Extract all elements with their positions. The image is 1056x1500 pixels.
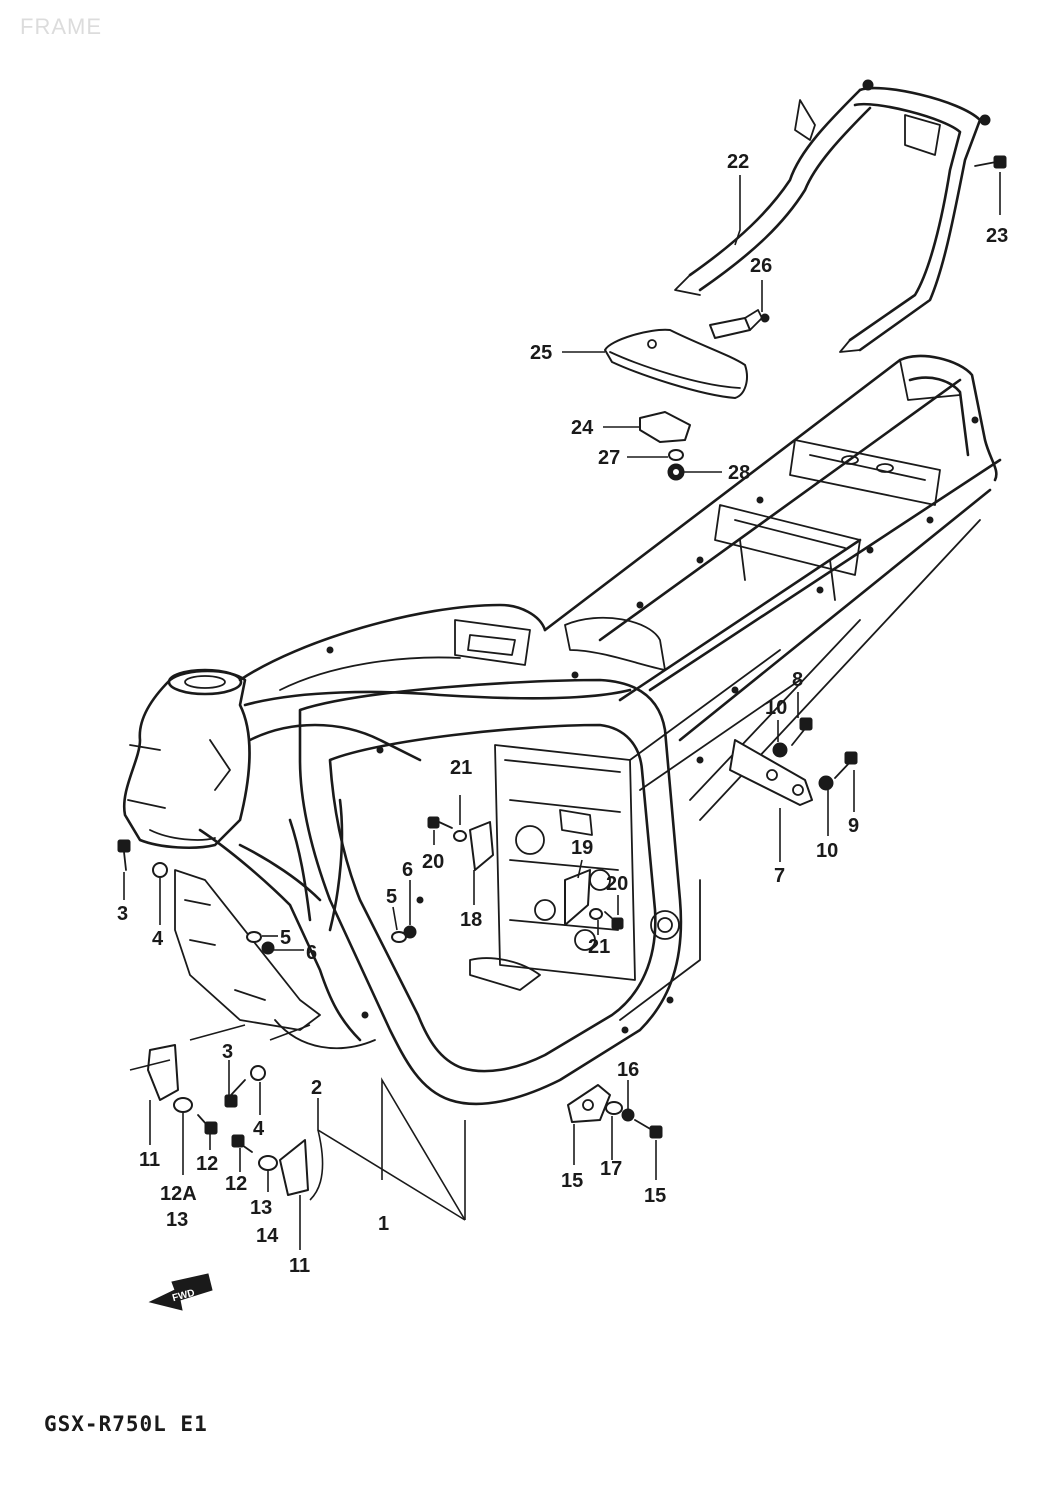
callout-6-right: 6 (402, 859, 413, 881)
callout-13-left: 13 (166, 1209, 188, 1231)
callout-19: 19 (571, 837, 593, 859)
callout-11-left: 11 (139, 1149, 160, 1171)
bolt-part-23 (974, 155, 1007, 169)
callout-16: 16 (617, 1059, 639, 1081)
seat-pad-part-25 (604, 328, 748, 399)
bracket-part-18 (469, 821, 494, 871)
bracket-part-7 (729, 739, 813, 806)
callout-13-right: 14 (256, 1225, 279, 1247)
bracket-part-24 (639, 411, 691, 443)
callout-20-lower: 20 (606, 873, 628, 895)
callout-4-upper: 4 (152, 928, 164, 950)
washer-part-4 (152, 862, 266, 1081)
leader-lines (123, 172, 1001, 1250)
callout-10-upper: 10 (765, 697, 787, 719)
diagram-title: FRAME (20, 14, 102, 39)
callout-14: 15 (561, 1170, 583, 1192)
callout-26: 26 (750, 255, 772, 277)
callout-1: 1 (378, 1213, 389, 1235)
bolt-part-9 (834, 751, 858, 779)
callout-12a-left: 12A (160, 1183, 197, 1205)
nut-part-28 (667, 463, 685, 481)
bolt-part-20 (427, 816, 624, 930)
grab-rail-part-22 (674, 79, 991, 353)
washer-part-27 (668, 449, 684, 461)
bolt-part-15 (634, 1119, 663, 1139)
callout-10-lower: 10 (816, 840, 838, 862)
nut-part-10 (772, 742, 834, 791)
callout-17: 17 (600, 1158, 622, 1180)
model-code: GSX-R750L E1 (44, 1412, 208, 1436)
nut-part-16 (621, 1108, 635, 1122)
bracket-part-11 (147, 1044, 309, 1196)
washer-part-17 (605, 1101, 623, 1115)
callout-4-lower: 4 (253, 1118, 265, 1140)
bracket-part-14 (567, 1084, 611, 1123)
bolt-part-12 (197, 1114, 253, 1153)
bolt-part-8 (791, 717, 813, 746)
main-frame (122, 354, 1002, 1106)
clip-part-26 (709, 309, 770, 339)
callout-21-upper: 21 (450, 757, 472, 779)
callout-21-lower: 21 (588, 936, 610, 958)
callout-3-lower: 3 (222, 1041, 233, 1063)
callout-3-upper: 3 (117, 903, 128, 925)
front-direction-arrow-icon: FWD (148, 1273, 213, 1311)
callout-12a-right: 13 (250, 1197, 272, 1219)
callout-15: 15 (644, 1185, 666, 1207)
callout-2: 2 (311, 1077, 322, 1099)
callout-12-right: 12 (225, 1173, 247, 1195)
callout-5-left: 5 (280, 927, 291, 949)
callout-9: 9 (848, 815, 859, 837)
callout-8: 8 (792, 669, 803, 691)
callout-25: 25 (530, 342, 552, 364)
callout-18: 18 (460, 909, 482, 931)
callout-5-right: 5 (386, 886, 397, 908)
callout-22: 22 (727, 151, 749, 173)
bolt-part-3 (117, 839, 246, 1108)
callout-27: 27 (598, 447, 620, 469)
callout-23: 23 (986, 225, 1008, 247)
spacer-part-12a (173, 1097, 278, 1171)
callout-11-right: 11 (289, 1255, 310, 1277)
callout-12-left: 12 (196, 1153, 218, 1175)
callout-7: 7 (774, 865, 785, 887)
callout-6-left: 6 (306, 942, 317, 964)
callout-labels: 22 23 26 25 24 27 28 8 10 9 10 7 21 20 1… (117, 151, 1008, 1277)
callout-28: 28 (728, 462, 750, 484)
bracket-part-19 (564, 869, 591, 926)
callout-20-upper: 20 (422, 851, 444, 873)
nut-part-5 (246, 931, 407, 943)
nut-part-21 (453, 830, 603, 920)
callout-24: 24 (571, 417, 594, 439)
nut-part-6 (261, 925, 417, 955)
